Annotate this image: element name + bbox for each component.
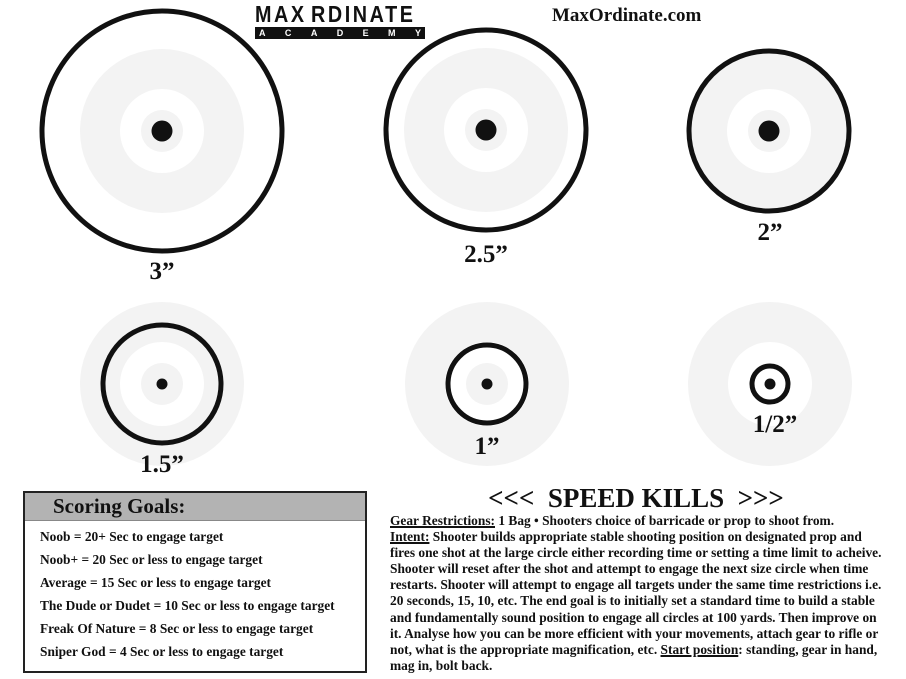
scoring-goal-item: Freak Of Nature = 8 Sec or less to engag… [40,621,314,636]
site-url: MaxOrdinate.com [552,5,702,26]
start-position-text: : standing, gear in hand, mag in, bolt b… [390,641,878,673]
start-position-label: Start position [660,641,739,657]
target-size-label: 1” [474,433,500,460]
gear-restrictions-paragraph: Gear Restrictions: 1 Bag • Shooters choi… [390,513,890,529]
intent-paragraph: Intent: Shooter builds appropriate stabl… [390,529,890,674]
scoring-goal-item: Sniper God = 4 Sec or less to engage tar… [40,644,284,659]
max-ordinate-academy-logo: MAX RDINATE A C A D E M Y [255,1,425,39]
target-size-label: 2” [757,219,783,246]
scoring-goal-item: The Dude or Dudet = 10 Sec or less to en… [40,598,335,613]
target-half-inch [684,298,856,470]
target-size-label: 1/2” [752,411,798,438]
speed-kills-title: <<< SPEED KILLS >>> [488,483,784,513]
speed-kills-description: Gear Restrictions: 1 Bag • Shooters choi… [390,513,890,674]
scoring-goals-list: Noob = 20+ Sec to engage target Noob+ = … [25,521,365,663]
target-size-label: 2.5” [464,241,508,268]
target-2-5-inch [380,24,592,236]
logo-letter: D [336,28,344,38]
target-circle-icon [80,302,244,466]
target-circle-icon [39,8,285,254]
scoring-goal-item: Average = 15 Sec or less to engage targe… [40,575,271,590]
target-3-inch [36,5,288,257]
logo-letter: E [362,28,369,38]
gear-restrictions-label: Gear Restrictions: [390,513,495,528]
logo-letter: C [284,28,292,38]
target-1-5-inch [76,298,248,470]
target-2-inch [683,45,855,217]
target-circle-icon [688,302,852,466]
target-circle-icon [383,27,589,233]
logo-rdinate-text: RDINATE [311,1,416,27]
scoring-goal-item: Noob+ = 20 Sec or less to engage target [40,552,263,567]
target-size-label: 3” [149,258,175,285]
scoring-goals-panel: Scoring Goals: Noob = 20+ Sec to engage … [23,491,367,673]
logo-letter: M [388,28,396,38]
intent-label: Intent: [390,529,430,545]
target-size-label: 1.5” [140,451,184,478]
gear-restrictions-text: 1 Bag • Shooters choice of barricade or … [495,513,835,528]
target-1-inch [401,298,573,470]
logo-letter: A [310,28,318,38]
target-circle-icon [686,48,852,214]
logo-letter: A [259,28,266,38]
logo-academy-bar: A C A D E M Y [255,27,425,39]
intent-text: Shooter builds appropriate stable shooti… [390,529,882,657]
scoring-goal-item: Noob = 20+ Sec to engage target [40,529,224,544]
target-circle-icon [405,302,569,466]
logo-max-text: MAX [255,1,307,27]
logo-letter: Y [414,28,421,38]
scoring-goals-title: Scoring Goals: [25,493,365,521]
logo-wordmark: MAX RDINATE [255,1,413,27]
